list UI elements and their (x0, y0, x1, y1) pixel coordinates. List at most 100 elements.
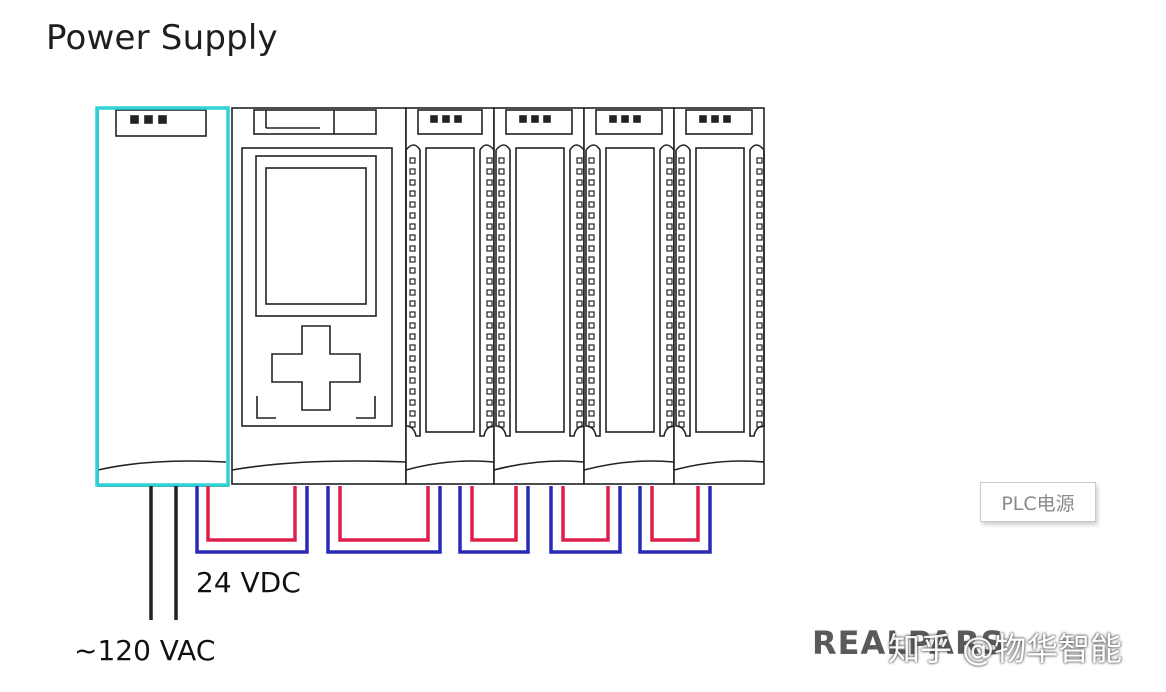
terminal-mark (678, 311, 685, 318)
terminal-mark (576, 399, 583, 406)
terminal-mark (498, 201, 505, 208)
terminal-mark (498, 366, 505, 373)
terminal-mark (588, 333, 595, 340)
terminal-mark (678, 179, 685, 186)
terminal-mark (486, 410, 493, 417)
terminal-mark (756, 256, 763, 263)
terminal-mark (576, 201, 583, 208)
terminal-mark (588, 377, 595, 384)
terminal-mark (498, 399, 505, 406)
terminal-mark (666, 421, 673, 428)
terminal-mark (588, 223, 595, 230)
terminal-mark (486, 212, 493, 219)
terminal-mark (486, 300, 493, 307)
terminal-mark (498, 157, 505, 164)
terminal-mark (409, 388, 416, 395)
terminal-mark (666, 366, 673, 373)
terminal-mark (588, 201, 595, 208)
terminal-mark (756, 410, 763, 417)
ac-voltage-label: ~120 VAC (74, 634, 216, 667)
terminal-mark (498, 278, 505, 285)
terminal-mark (756, 278, 763, 285)
terminal-mark (576, 267, 583, 274)
power-supply-module (97, 107, 229, 487)
terminal-mark (576, 157, 583, 164)
terminal-mark (409, 190, 416, 197)
terminal-mark (576, 311, 583, 318)
terminal-mark (498, 267, 505, 274)
terminal-mark (409, 322, 416, 329)
terminal-mark (588, 322, 595, 329)
terminal-mark (588, 311, 595, 318)
terminal-mark (409, 179, 416, 186)
diagram-title: Power Supply (46, 18, 278, 58)
terminal-mark (498, 168, 505, 175)
terminal-mark (576, 410, 583, 417)
terminal-mark (666, 234, 673, 241)
terminal-mark (576, 212, 583, 219)
terminal-mark (588, 278, 595, 285)
terminal-mark (576, 300, 583, 307)
terminal-mark (486, 256, 493, 263)
terminal-mark (498, 311, 505, 318)
terminal-mark (678, 377, 685, 384)
terminal-mark (409, 377, 416, 384)
terminal-mark (756, 201, 763, 208)
terminal-mark (576, 355, 583, 362)
terminal-mark (756, 212, 763, 219)
terminal-mark (576, 322, 583, 329)
terminal-mark (409, 212, 416, 219)
terminal-mark (498, 234, 505, 241)
terminal-mark (666, 333, 673, 340)
terminal-mark (486, 289, 493, 296)
terminal-mark (498, 322, 505, 329)
terminal-mark (498, 355, 505, 362)
terminal-mark (666, 300, 673, 307)
terminal-mark (678, 190, 685, 197)
ac-input-wires (149, 486, 178, 620)
terminal-mark (409, 421, 416, 428)
terminal-mark (409, 333, 416, 340)
terminal-mark (588, 344, 595, 351)
terminal-mark (756, 267, 763, 274)
terminal-mark (498, 410, 505, 417)
terminal-mark (756, 388, 763, 395)
terminal-mark (666, 190, 673, 197)
terminal-mark (498, 289, 505, 296)
terminal-mark (576, 366, 583, 373)
terminal-mark (756, 366, 763, 373)
terminal-mark (678, 355, 685, 362)
terminal-mark (486, 388, 493, 395)
terminal-mark (409, 344, 416, 351)
terminal-mark (588, 410, 595, 417)
terminal-mark (666, 388, 673, 395)
terminal-mark (486, 245, 493, 252)
terminal-mark (498, 245, 505, 252)
terminal-mark (409, 278, 416, 285)
brand-logo: REALPARS (812, 624, 1005, 662)
terminal-mark (576, 377, 583, 384)
terminal-mark (588, 212, 595, 219)
plc-power-stamp: PLC电源 (980, 482, 1096, 522)
terminal-mark (498, 344, 505, 351)
terminal-mark (756, 355, 763, 362)
terminal-mark (756, 377, 763, 384)
terminal-mark (486, 179, 493, 186)
terminal-mark (409, 157, 416, 164)
terminal-mark (588, 421, 595, 428)
terminal-mark (678, 289, 685, 296)
terminal-mark (409, 355, 416, 362)
terminal-mark (666, 168, 673, 175)
terminal-mark (409, 256, 416, 263)
terminal-mark (409, 410, 416, 417)
dc-voltage-label: 24 VDC (196, 566, 301, 599)
terminal-mark (576, 344, 583, 351)
terminal-mark (486, 278, 493, 285)
terminal-mark (678, 410, 685, 417)
terminal-mark (666, 278, 673, 285)
cpu-module (231, 107, 407, 485)
terminal-mark (576, 223, 583, 230)
terminal-mark (486, 157, 493, 164)
terminal-mark (666, 377, 673, 384)
terminal-mark (678, 421, 685, 428)
